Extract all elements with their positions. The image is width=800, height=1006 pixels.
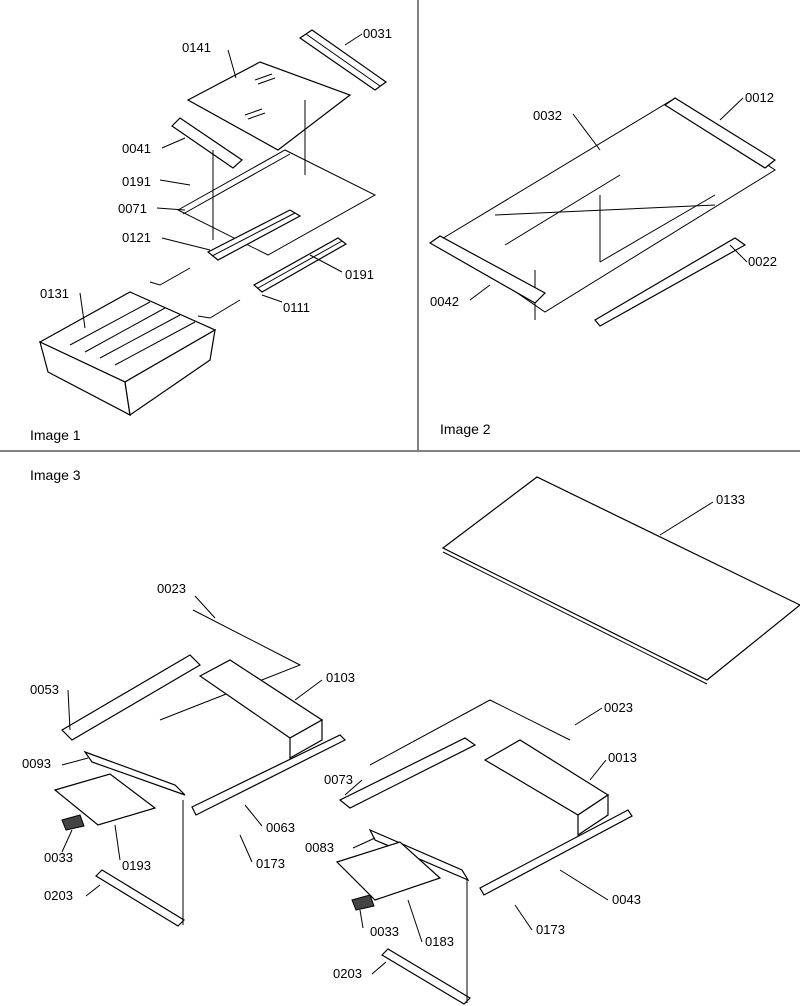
part-label-0041: 0041 (122, 141, 151, 156)
part-label-0063: 0063 (266, 820, 295, 835)
part-label-0023-b: 0023 (604, 700, 633, 715)
part-label-0131: 0131 (40, 286, 69, 301)
caption-image-3: Image 3 (30, 467, 81, 483)
rail-0073 (338, 737, 477, 809)
glass-shelf-0133 (441, 476, 800, 681)
clip-0033-left (61, 814, 85, 831)
image1-drawing (38, 29, 388, 417)
part-label-0071: 0071 (118, 201, 147, 216)
part-label-0093: 0093 (22, 756, 51, 771)
shelf-frame (176, 149, 377, 256)
leader-lines (61, 33, 748, 975)
part-label-0012: 0012 (745, 90, 774, 105)
rail-0063 (191, 734, 347, 816)
part-label-0141: 0141 (182, 40, 211, 55)
frame-0023-right (369, 699, 571, 766)
part-label-0022: 0022 (748, 254, 777, 269)
part-label-0121: 0121 (122, 230, 151, 245)
part-label-0032: 0032 (533, 108, 562, 123)
glass-shelf-0141 (186, 61, 352, 151)
part-label-0173: 0173 (256, 856, 285, 871)
part-label-0083: 0083 (305, 840, 334, 855)
part-label-0191-b: 0191 (345, 267, 374, 282)
panel-0193 (53, 773, 157, 826)
rail-0022 (594, 237, 747, 327)
rail-0043 (479, 809, 633, 896)
trim-0042 (428, 235, 546, 304)
trim-0203-right (381, 948, 471, 1005)
part-label-0103: 0103 (326, 670, 355, 685)
caption-image-2: Image 2 (440, 421, 491, 437)
bracket-0013 (483, 739, 610, 816)
image3-drawing (53, 476, 800, 1005)
part-label-0031: 0031 (363, 26, 392, 41)
caption-image-1: Image 1 (30, 427, 81, 443)
image2-drawing (428, 97, 777, 327)
panel-0183 (335, 841, 442, 901)
trim-0012 (663, 97, 777, 169)
part-label-0203-b: 0203 (333, 966, 362, 981)
clip-0033-right (351, 894, 375, 911)
frame-0023-left (159, 609, 302, 721)
part-label-0111: 0111 (283, 300, 310, 315)
part-label-0013: 0013 (608, 750, 637, 765)
part-label-0073: 0073 (324, 772, 353, 787)
part-label-0203: 0203 (44, 888, 73, 903)
trim-0041 (171, 117, 243, 169)
rail-0093 (83, 750, 186, 796)
bracket-0103 (198, 659, 324, 739)
part-label-0033-b: 0033 (370, 924, 399, 939)
part-label-0033: 0033 (44, 850, 73, 865)
trim-0203-left (95, 869, 185, 927)
part-label-0191: 0191 (122, 174, 151, 189)
rail-0053 (61, 654, 201, 741)
part-label-0042: 0042 (430, 294, 459, 309)
part-label-0193: 0193 (122, 858, 151, 873)
part-label-0133: 0133 (716, 492, 745, 507)
part-label-0043: 0043 (612, 892, 641, 907)
rail-0083 (368, 828, 470, 882)
part-label-0053: 0053 (30, 682, 59, 697)
part-label-0173-b: 0173 (536, 922, 565, 937)
part-label-0183: 0183 (425, 934, 454, 949)
part-label-0023: 0023 (157, 581, 186, 596)
